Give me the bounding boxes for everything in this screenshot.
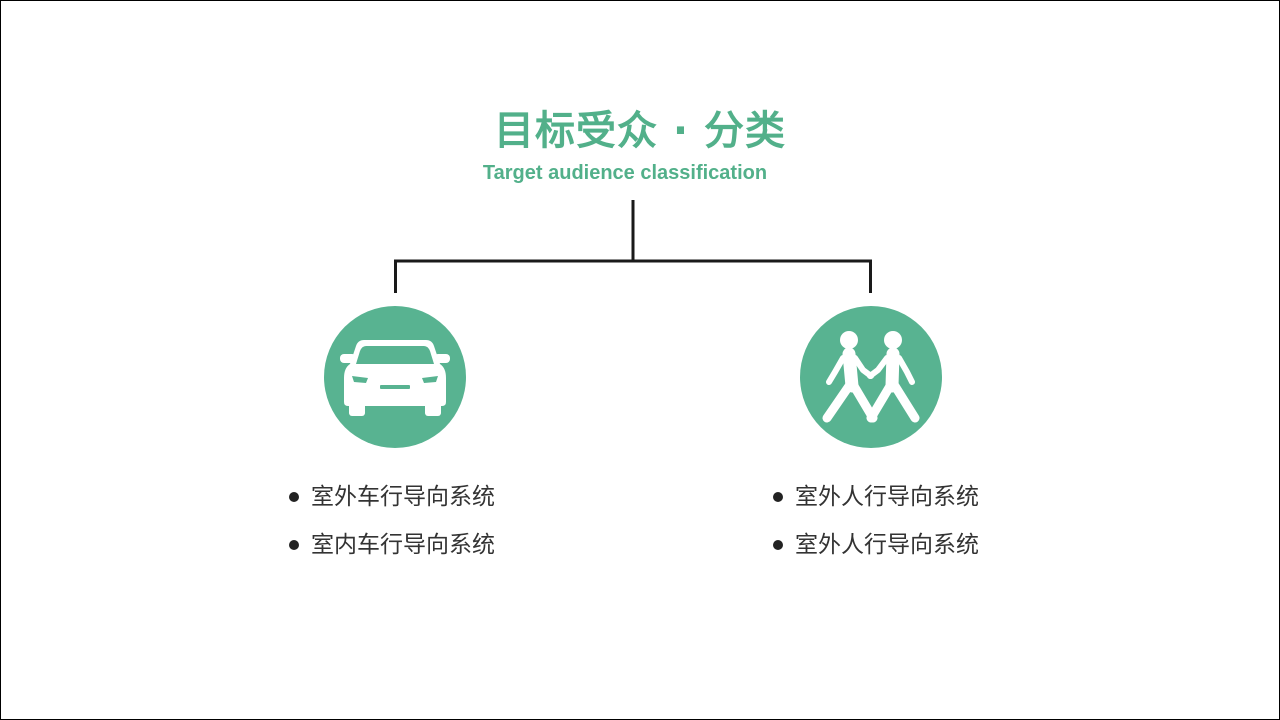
list-item-label: 室外人行导向系统 — [795, 532, 979, 558]
car-icon — [340, 340, 450, 416]
page-title: 目标受众 · 分类 — [493, 108, 787, 154]
pedestrian-branch-list: 室外人行导向系统 室外人行导向系统 — [773, 473, 979, 569]
pedestrians-icon — [822, 331, 920, 423]
list-item: 室外人行导向系统 — [773, 521, 979, 569]
list-item-label: 室外人行导向系统 — [795, 484, 979, 510]
list-item: 室内车行导向系统 — [289, 521, 495, 569]
list-item-label: 室外车行导向系统 — [311, 484, 495, 510]
car-node — [324, 306, 466, 448]
list-item-label: 室内车行导向系统 — [311, 532, 495, 558]
bullet-dot — [773, 492, 783, 502]
page-subtitle: Target audience classification — [482, 162, 768, 184]
bullet-dot — [773, 540, 783, 550]
bullet-dot — [289, 540, 299, 550]
car-branch-list: 室外车行导向系统 室内车行导向系统 — [289, 473, 495, 569]
list-item: 室外人行导向系统 — [773, 473, 979, 521]
pedestrians-node — [800, 306, 942, 448]
bullet-dot — [289, 492, 299, 502]
list-item: 室外车行导向系统 — [289, 473, 495, 521]
